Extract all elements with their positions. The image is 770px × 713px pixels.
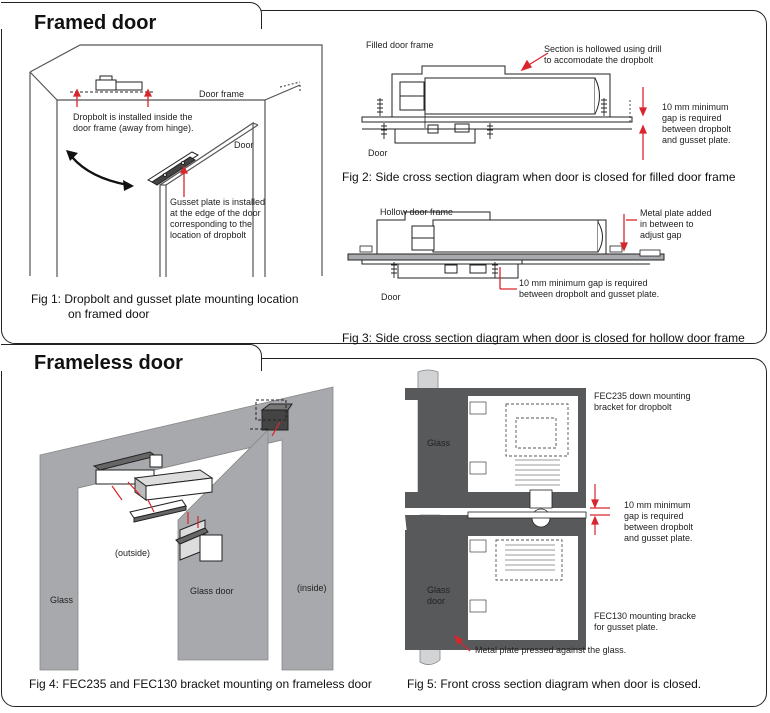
fig5-gap-note-line: between dropbolt bbox=[624, 522, 694, 532]
fig4-caption: Fig 4: FEC235 and FEC130 bracket mountin… bbox=[29, 677, 372, 691]
fig1-caption-line: on framed door bbox=[68, 307, 150, 321]
fig2-frame-label: Filled door frame bbox=[366, 40, 434, 50]
fig1-gusset-note: Gusset plate is installed at the edge of… bbox=[170, 197, 265, 241]
fig1-gusset-note-line: corresponding to the bbox=[170, 219, 253, 229]
fig3-metal-note-line: in between to bbox=[640, 219, 694, 229]
fig3-gap-note-line: 10 mm minimum gap is required bbox=[519, 278, 648, 288]
fig1-door-label: Door bbox=[234, 140, 254, 150]
fig5-glass-top-label: Glass bbox=[427, 438, 451, 448]
fig5-fec130-note-line: FEC130 mounting bracke bbox=[594, 611, 697, 621]
fig5-gap-note-line: 10 mm minimum bbox=[624, 500, 691, 510]
fig1-caption-line: Fig 1: Dropbolt and gusset plate mountin… bbox=[31, 292, 299, 306]
fig3-metal-note-line: Metal plate added bbox=[640, 208, 712, 218]
fig5-metal-note: Metal plate pressed against the glass. bbox=[475, 645, 627, 655]
frameless-door-tab bbox=[1, 344, 262, 371]
fig1-gusset-note-line: at the edge of the door bbox=[170, 208, 261, 218]
fig1-dropbolt-note-line: Dropbolt is installed inside the bbox=[73, 112, 193, 122]
fig4-outside-label: (outside) bbox=[115, 548, 151, 558]
fig5-fec130-note: FEC130 mounting bracke for gusset plate. bbox=[594, 611, 696, 633]
fig4-inside-label: (inside) bbox=[297, 583, 327, 593]
fig2-caption: Fig 2: Side cross section diagram when d… bbox=[342, 170, 736, 184]
fig1-gusset-plate bbox=[146, 151, 200, 186]
fig3-gap-note-line: between dropbolt and gusset plate. bbox=[519, 289, 660, 299]
fig3-gap-note: 10 mm minimum gap is required between dr… bbox=[519, 278, 659, 300]
fig1-dropbolt-note-line: door frame (away from hinge). bbox=[73, 123, 194, 133]
fig5-gap-note: 10 mm minimum gap is required between dr… bbox=[624, 500, 693, 544]
fig5-fec235-note-line: bracket for dropbolt bbox=[594, 402, 672, 412]
fig1-gusset-note-line: Gusset plate is installed bbox=[170, 197, 266, 207]
fig2-section-note: Section is hollowed using drill to accom… bbox=[544, 44, 662, 66]
fig3-caption: Fig 3: Side cross section diagram when d… bbox=[342, 331, 745, 345]
fig5-fec235-note-line: FEC235 down mounting bbox=[594, 391, 691, 401]
framed-door-panel bbox=[1, 10, 767, 344]
fig5-glass-door-label: Glass door bbox=[427, 585, 450, 607]
fig3-metal-note-line: adjust gap bbox=[640, 230, 682, 240]
fig2-gap-note-line: gap is required bbox=[662, 113, 722, 123]
fig1-gusset-note-line: location of dropbolt bbox=[170, 230, 247, 240]
fig5-fec130-note-line: for gusset plate. bbox=[594, 622, 659, 632]
fig4-glass-label: Glass bbox=[50, 595, 74, 605]
fig1-dropbolt bbox=[95, 75, 143, 91]
fig5-glass-door-line: door bbox=[427, 596, 446, 606]
fig2-gap-note-line: between dropbolt bbox=[662, 124, 732, 134]
fig1-dropbolt-note: Dropbolt is installed inside the door fr… bbox=[73, 112, 194, 134]
framed-door-tab bbox=[1, 2, 262, 29]
fig2-gap-note-line: 10 mm minimum bbox=[662, 102, 729, 112]
fig3-door-label: Door bbox=[381, 292, 401, 302]
fig2-gap-note-line: and gusset plate. bbox=[662, 135, 731, 145]
fig5-fec235-note: FEC235 down mounting bracket for dropbol… bbox=[594, 391, 691, 413]
frameless-door-panel bbox=[1, 358, 767, 707]
fig5-caption: Fig 5: Front cross section diagram when … bbox=[407, 677, 702, 691]
fig3-metal-note: Metal plate added in between to adjust g… bbox=[640, 208, 712, 241]
fig1-caption: Fig 1: Dropbolt and gusset plate mountin… bbox=[31, 292, 299, 322]
fig2-section-note-line: to accomodate the dropbolt bbox=[544, 55, 654, 65]
fig2-section-note-line: Section is hollowed using drill bbox=[544, 44, 662, 54]
frameless-door-title: Frameless door bbox=[34, 352, 183, 374]
fig5-gap-note-line: gap is required bbox=[624, 511, 684, 521]
framed-door-title: Framed door bbox=[34, 12, 157, 34]
fig5-glass-door-line: Glass bbox=[427, 585, 451, 595]
fig2-gap-note: 10 mm minimum gap is required between dr… bbox=[662, 102, 731, 146]
fig3-frame-label: Hollow door frame bbox=[380, 207, 454, 217]
fig2-door-label: Door bbox=[368, 148, 388, 158]
fig5-gap-note-line: and gusset plate. bbox=[624, 533, 693, 543]
fig4-glass-door-label: Glass door bbox=[190, 586, 234, 596]
fig1-door-frame-label: Door frame bbox=[199, 89, 245, 99]
